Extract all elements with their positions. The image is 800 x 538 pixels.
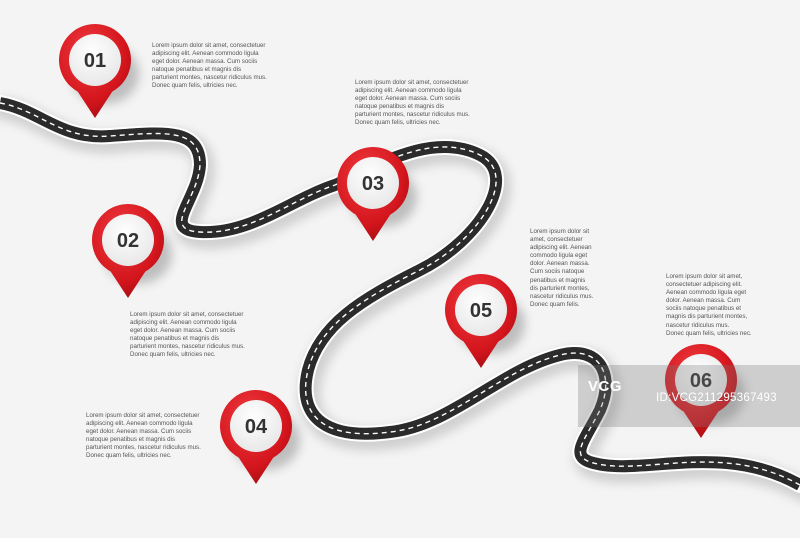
note-line: Lorem ipsum dolor sit amet, consectetuer (355, 79, 469, 86)
note-line: eget dolor. Aenean massa. Cum sociis (130, 327, 236, 335)
pin-face (69, 34, 121, 86)
milestone-pins: 01 02 03 04 05 06 (59, 24, 745, 484)
pin-face (102, 214, 154, 266)
watermark: VCG ID:VCG211295367493 (578, 365, 800, 427)
note-line: adipiscing elit. Aenean commodo ligula (130, 319, 237, 327)
note-line: parturient montes, nascetur ridiculus mu… (86, 444, 201, 452)
note-line: Lorem ipsum dolor sit amet, consectetuer (152, 42, 266, 49)
note-line: Cum sociis natoque (530, 268, 585, 276)
note-line: adipiscing elit. Aenean commodo ligula (355, 87, 462, 95)
note-line: Donec quam felis, ultricies nec. (666, 329, 752, 337)
note-line: natoque penatibus et magnis dis (355, 103, 445, 111)
note-line: Aenean commodo ligula eget (666, 289, 747, 297)
milestone-pin-06: 06 (664, 344, 745, 438)
note-line: Donec quam felis, ultricies nec. (86, 452, 172, 460)
note-line: nascetur ridiculus mus. (666, 321, 730, 329)
note-line: adipiscing elit. Aenean (530, 244, 592, 252)
milestone-pin-03: 03 (337, 147, 417, 241)
note-line: eget dolor. Aenean massa. Cum sociis (355, 95, 461, 103)
note-line: parturient montes, nascetur ridiculus mu… (152, 74, 267, 82)
note-line: adipiscing elit. Aenean commodo ligula (152, 50, 259, 58)
pin-face (675, 354, 727, 406)
note-line: dolor. Aenean massa. Cum (666, 297, 741, 305)
pin-face (455, 284, 507, 336)
watermark-logo: VCG (588, 378, 623, 395)
note-line: Donec quam felis. (530, 300, 580, 308)
pin-number: 05 (470, 300, 492, 322)
note-line: sociis natoque penatibus et (666, 305, 741, 313)
note-line: commodo ligula eget (530, 252, 588, 260)
milestone-pin-05: 05 (444, 274, 525, 368)
road (0, 95, 800, 502)
note-04: Lorem ipsum dolor sit amet, consectetuer… (86, 412, 201, 461)
note-line: Lorem ipsum dolor sit amet, consectetuer (86, 412, 200, 419)
pin-number: 01 (84, 50, 106, 72)
note-line: natoque penatibus et magnis dis (152, 66, 242, 74)
milestone-pin-02: 02 (91, 204, 172, 298)
note-06: Lorem ipsum dolor sit amet,consectetuer … (666, 273, 752, 338)
milestone-pin-01: 01 (59, 24, 139, 119)
pin-number: 06 (690, 370, 712, 392)
note-line: amet, consectetuer (530, 236, 583, 244)
note-line: penatibus et magnis (530, 276, 586, 284)
road-lane-markings (0, 102, 800, 486)
pin-number: 03 (362, 173, 384, 195)
note-line: natoque penatibus et magnis dis (86, 436, 176, 444)
note-line: adipiscing elit. Aenean commodo ligula (86, 420, 193, 428)
note-line: Donec quam felis, ultricies nec. (355, 119, 441, 127)
note-line: Lorem ipsum dolor sit amet, consectetuer (130, 311, 244, 318)
note-01: Lorem ipsum dolor sit amet, consectetuer… (152, 42, 267, 91)
note-03: Lorem ipsum dolor sit amet, consectetuer… (355, 79, 470, 128)
note-line: Donec quam felis, ultricies nec. (130, 351, 216, 359)
note-02: Lorem ipsum dolor sit amet, consectetuer… (130, 311, 245, 360)
note-line: Lorem ipsum dolor sit (530, 228, 590, 235)
pin-face (230, 400, 282, 452)
note-line: parturient montes, nascetur ridiculus mu… (130, 343, 245, 351)
note-line: Lorem ipsum dolor sit amet, (666, 273, 743, 280)
pin-number: 02 (117, 230, 139, 252)
note-line: dis parturient montes, (530, 284, 590, 292)
note-line: Donec quam felis, ultricies nec. (152, 82, 238, 90)
note-line: dolor. Aenean massa. (530, 260, 590, 268)
note-line: nascetur ridiculus mus. (530, 292, 594, 300)
note-line: eget dolor. Aenean massa. Cum sociis (152, 58, 258, 66)
pin-number: 04 (245, 416, 268, 438)
note-line: magnis dis parturient montes, (666, 313, 748, 321)
note-line: eget dolor. Aenean massa. Cum sociis (86, 428, 192, 436)
pin-face (347, 157, 399, 209)
note-line: consectetuer adipiscing elit. (666, 281, 743, 289)
milestone-pin-04: 04 (220, 390, 300, 484)
watermark-id: ID:VCG211295367493 (656, 392, 777, 404)
note-line: natoque penatibus et magnis dis (130, 335, 220, 343)
note-line: parturient montes, nascetur ridiculus mu… (355, 111, 470, 119)
